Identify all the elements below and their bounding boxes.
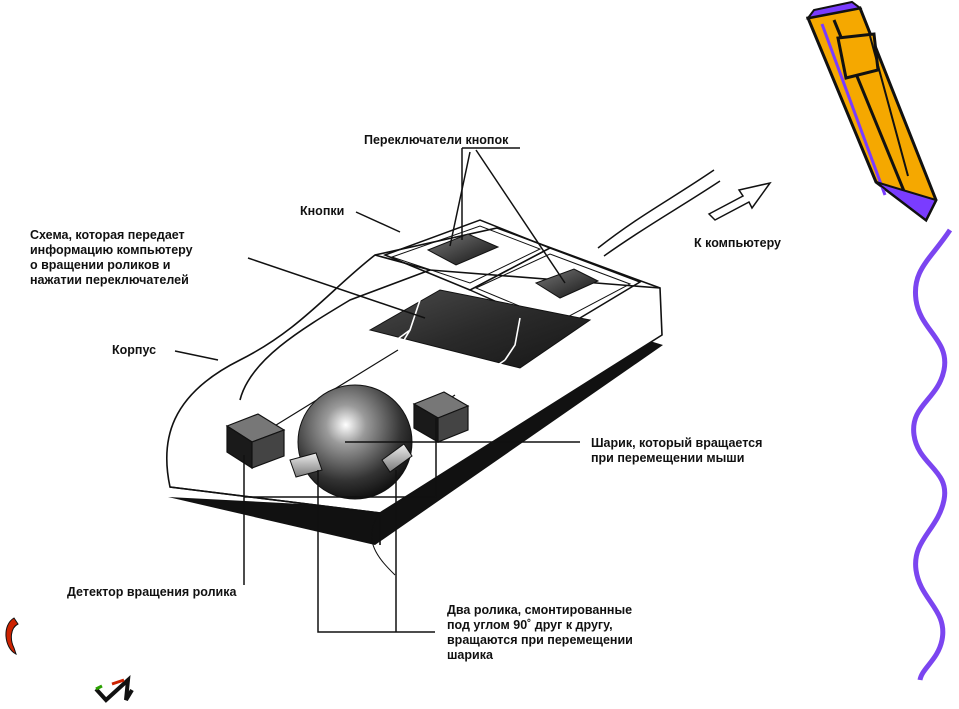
to-computer-arrow-icon (707, 181, 772, 221)
body-label: Корпус (112, 343, 157, 357)
squiggle-line (911, 228, 953, 681)
mouse-housing (165, 227, 663, 576)
circuit-board (368, 289, 592, 369)
ball-label: Шарик, который вращается при перемещении… (591, 436, 763, 465)
left-button-switch (426, 233, 500, 266)
roller-right (381, 443, 413, 473)
buttons-label: Кнопки (300, 204, 345, 218)
leader-lines (174, 147, 580, 633)
mouse-cable (597, 169, 721, 257)
right-button-switch (534, 268, 600, 299)
corner-mark-icon (5, 617, 19, 655)
to-computer-label: К компьютеру (694, 236, 782, 250)
switches-label: Переключатели кнопок (364, 133, 509, 147)
rollers-label: Два ролика, смонтированные под углом 90˚… (447, 603, 633, 662)
pencil-icon (805, 0, 938, 223)
circuit-label: Схема, которая передает информацию компь… (30, 228, 193, 287)
right-rotation-detector (412, 391, 470, 444)
left-rotation-detector (225, 413, 286, 470)
roller-left (289, 452, 323, 478)
corner-arrow-icon (94, 675, 134, 703)
detector-label: Детектор вращения ролика (67, 585, 237, 599)
